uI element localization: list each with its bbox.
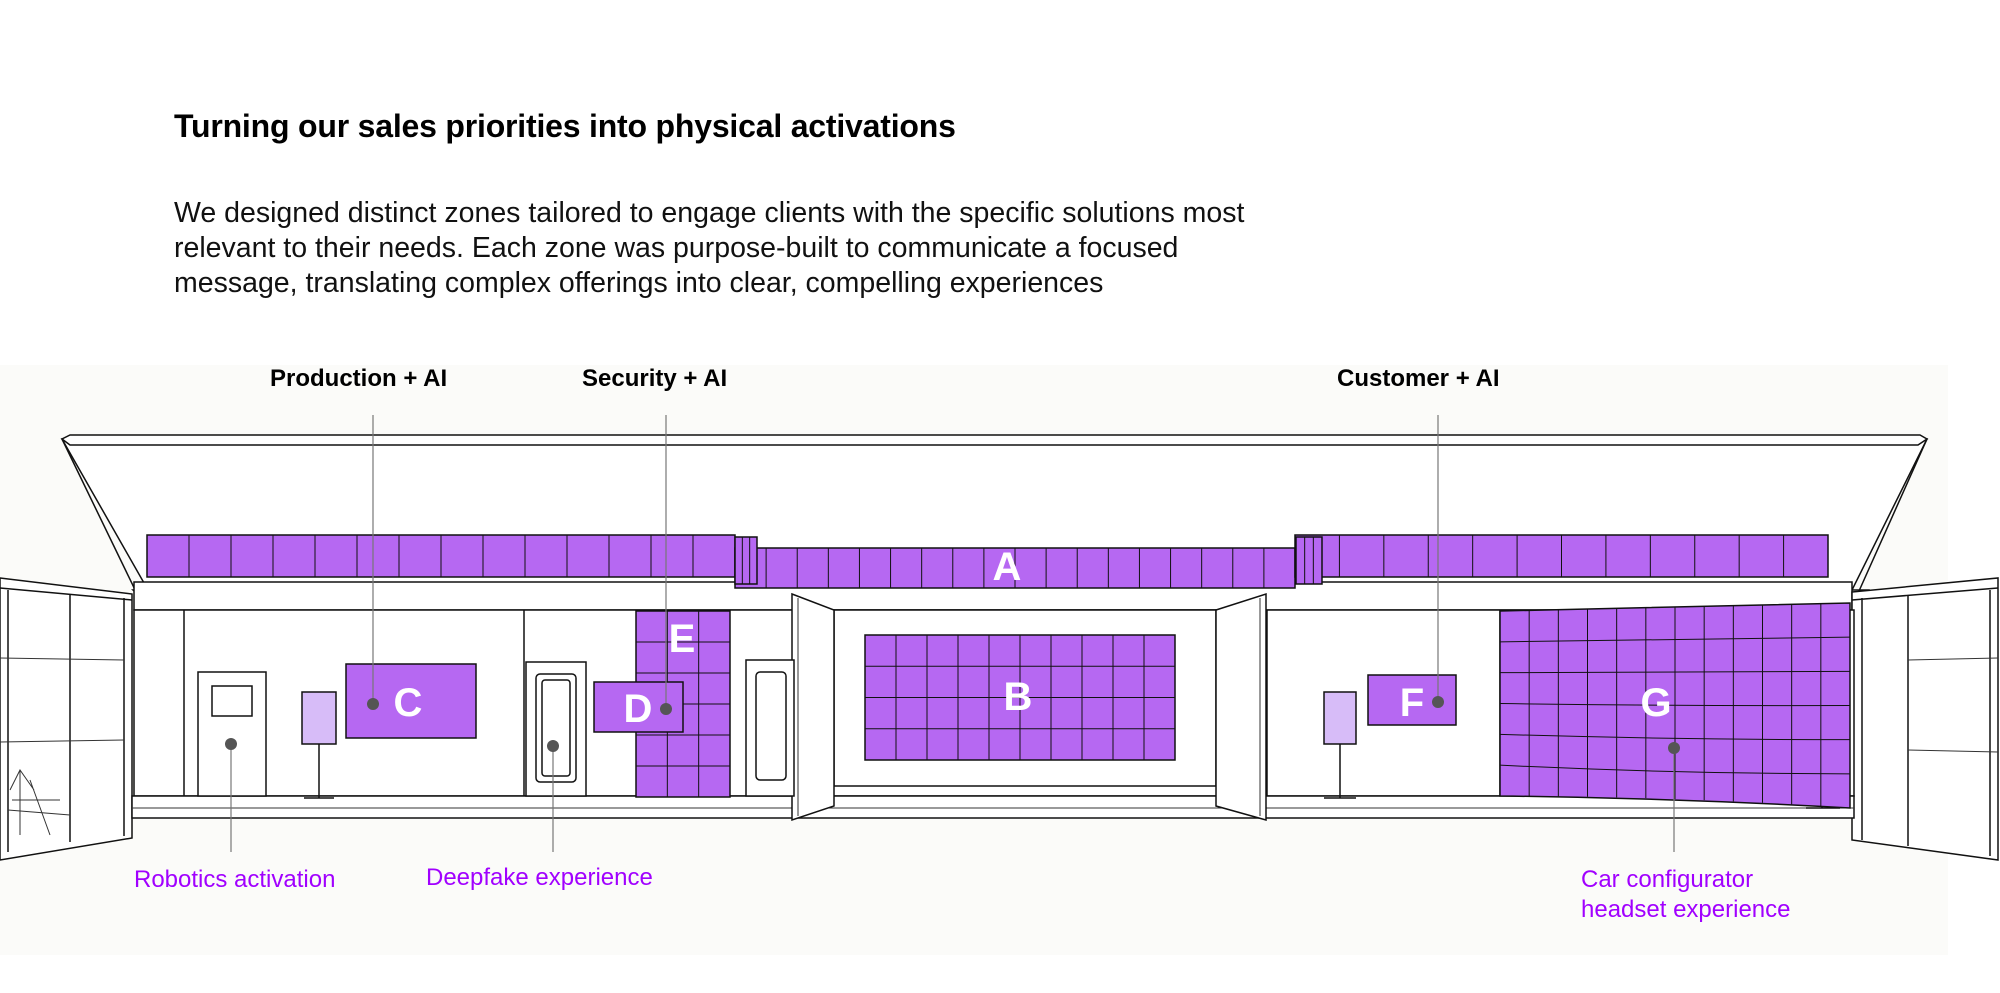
callout-deepfake: Deepfake experience [426,864,653,891]
anchor-dots [225,696,1680,754]
zone-label-security: Security + AI [582,365,727,392]
screen-letter-f: F [1400,681,1424,725]
leader-lines [230,415,1675,852]
screen-letter-c: C [394,681,423,725]
description-line-3: message, translating complex offerings i… [174,267,1104,299]
zone-label-production: Production + AI [270,365,447,392]
callout-car-line-2: headset experience [1581,896,1790,923]
screen-letter-g: G [1640,681,1671,725]
screen-a-left [146,534,736,578]
screen-c [345,663,477,739]
kiosk-center [1323,691,1357,799]
screen-g-grid-line [1499,670,1851,674]
description-line-1: We designed distinct zones tailored to e… [174,197,1245,229]
screen-g-grid-line [1499,764,1851,775]
screen-letter-b: B [1004,675,1033,719]
screen-letter-e: E [669,617,696,661]
canopy-top-face [60,434,1929,446]
screen-g-grid-line [1499,636,1851,643]
door-center-left [745,659,795,797]
led-screen-group [146,534,1851,809]
screen-letter-d: D [624,687,653,731]
callout-robotics: Robotics activation [134,866,335,893]
description-line-2: relevant to their needs. Each zone was p… [174,232,1179,264]
zone-label-customer: Customer + AI [1337,365,1499,392]
page-description: We designed distinct zones tailored to e… [174,196,1374,301]
screen-a-join-left-panel [734,536,758,585]
screen-letter-a: A [993,545,1022,589]
page-title: Turning our sales priorities into physic… [174,108,956,144]
screen-f [1367,674,1457,726]
screen-a-join-right-panel [1295,536,1323,585]
right-glass-pavilion [1851,577,1999,861]
floor-plinth [131,795,1855,819]
screen-a-right [1294,534,1829,578]
screen-a-center [734,547,1296,589]
screen-g-grid-line [1499,703,1851,707]
kiosk-left [301,691,337,799]
callout-car-line-1: Car configurator [1581,866,1753,893]
left-glass-pavilion [0,577,133,861]
screen-a-join-left [734,536,758,585]
screen-g [1499,602,1851,809]
screen-g-grid-line [1499,733,1851,741]
recess-right-wing [1215,592,1267,821]
screen-b [864,634,1176,761]
door-left [197,671,267,797]
screen-a-join-right [1295,536,1323,585]
door-security [525,661,587,797]
